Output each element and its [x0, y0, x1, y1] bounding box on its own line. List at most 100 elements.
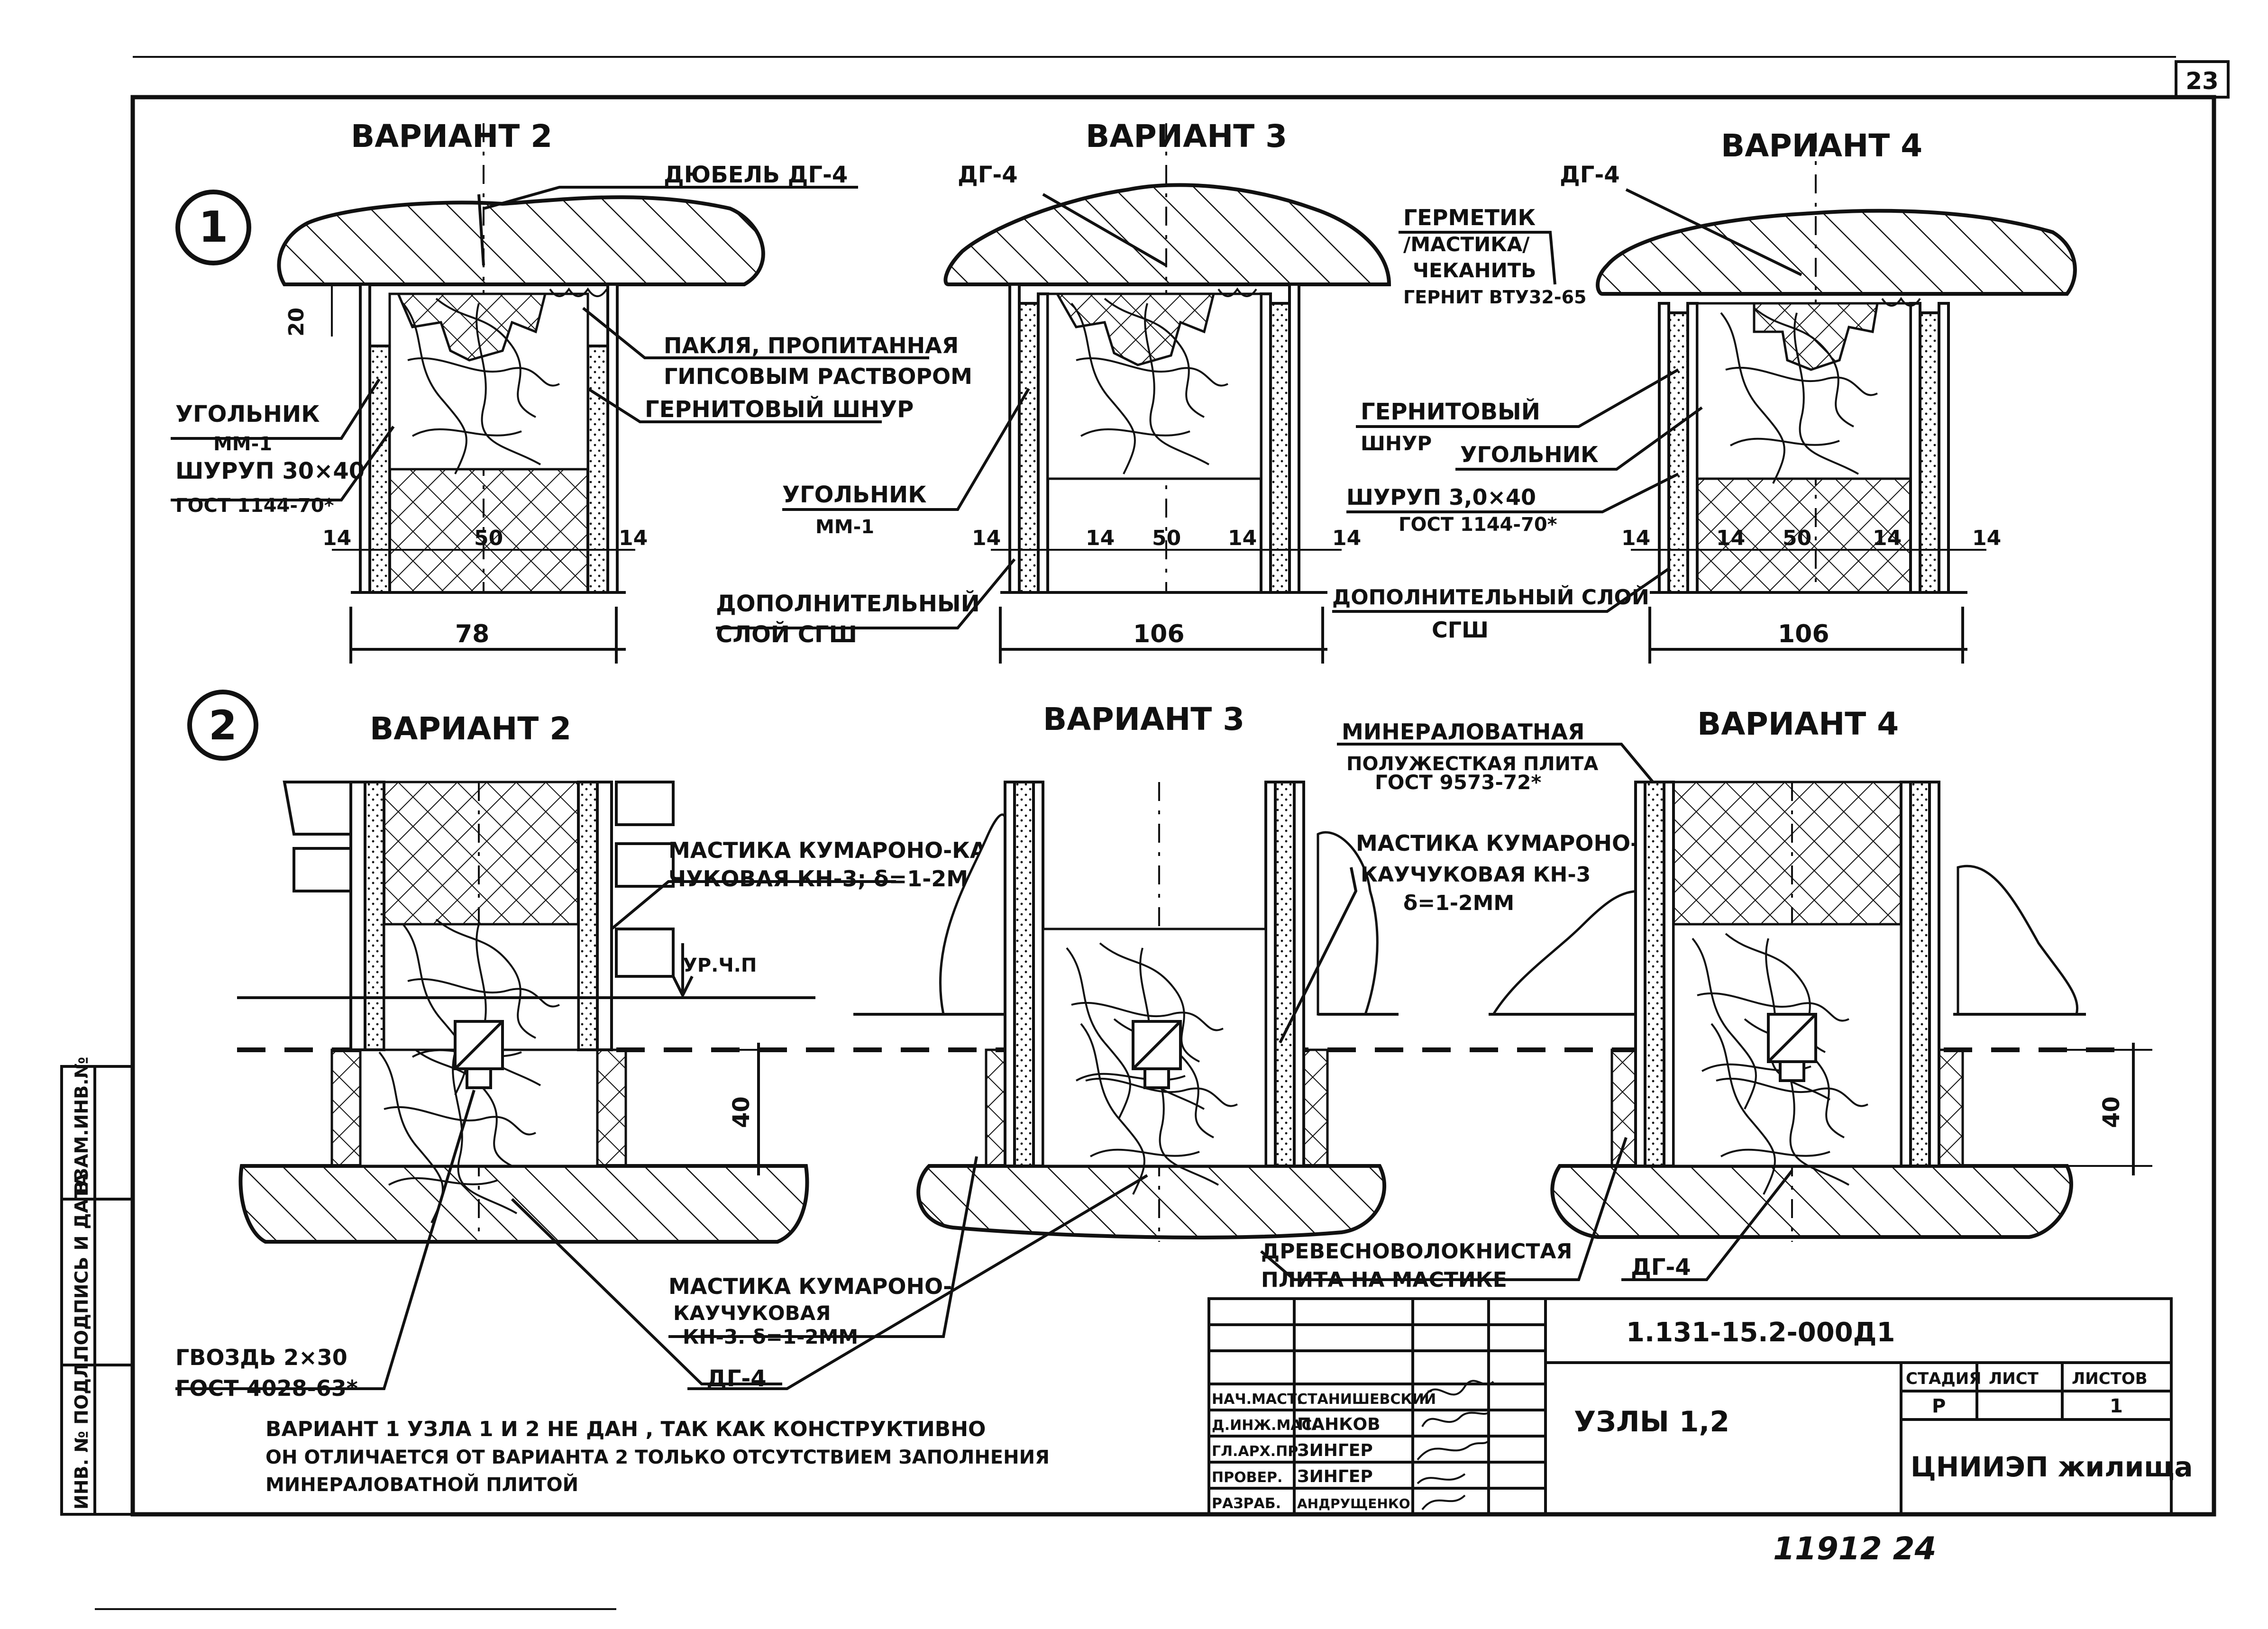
n1v4-dim-4: 14	[1972, 526, 2001, 550]
node1-variant2-drawing: ВАРИАНТ 2	[277, 118, 765, 664]
n1v3-dowel-label: ДГ-4	[958, 162, 1018, 188]
n2-dowel-label: ДГ-4	[706, 1365, 767, 1392]
n2v3-mastic-line3: δ=1-2ММ	[1403, 891, 1514, 915]
name-1: СТАНИШЕВСКИЙ	[1297, 1391, 1436, 1408]
n1v3-layer-line2: СЛОЙ СГШ	[716, 621, 857, 648]
node2-variant2-title: ВАРИАНТ 2	[370, 710, 571, 747]
n1v2-dim-left: 14	[322, 526, 351, 550]
stamp-replaced-inv: ВЗАМ.ИНВ.№	[71, 1057, 92, 1194]
n1v4-layer-line1: ДОПОЛНИТЕЛЬНЫЙ СЛОЙ	[1332, 584, 1649, 610]
n1v3-leaders	[716, 388, 1030, 629]
n1v3-angle-line2: ММ-1	[815, 516, 874, 538]
n1v4-sealant-line3: ЧЕКАНИТЬ	[1413, 259, 1536, 282]
note-line3: МИНЕРАЛОВАТНОЙ ПЛИТОЙ	[265, 1473, 578, 1496]
n1v4-dim-mid: 50	[1783, 526, 1811, 550]
n2-dowel-right-label: ДГ-4	[1631, 1254, 1691, 1281]
n2v3-mineral-line2: ПОЛУЖЕСТКАЯ ПЛИТА	[1346, 753, 1598, 775]
role-4: ПРОВЕР.	[1212, 1469, 1282, 1486]
stage-value: Р	[1932, 1395, 1946, 1417]
sheets-value: 1	[2110, 1395, 2123, 1417]
n1v2-angle-line2: ММ-1	[213, 433, 272, 455]
n2-mastic-line1: МАСТИКА КУМАРОНО-	[668, 1274, 952, 1299]
n1v4-sealant-line2: /МАСТИКА/	[1403, 233, 1530, 256]
n1v3-dim-4: 14	[1332, 526, 1361, 550]
node1-variant3-drawing: ВАРИАНТ 3	[943, 118, 1391, 664]
n2-mastic-line3: КН-3. δ=1-2ММ	[683, 1325, 858, 1348]
n1v2-screw-line2: ГОСТ 1144-70*	[175, 495, 334, 517]
n1v4-cord-line2: ШНУР	[1361, 432, 1432, 455]
n1v2-oakum-line2: ГИПСОВЫМ РАСТВОРОМ	[664, 364, 972, 389]
node2-variant3-drawing: ВАРИАНТ 3	[853, 701, 1399, 1242]
n1v2-screw-line1: ШУРУП 30×40	[175, 458, 365, 484]
n1v2-angle-line1: УГОЛЬНИК	[175, 401, 320, 428]
note-line1: ВАРИАНТ 1 УЗЛА 1 И 2 НЕ ДАН , ТАК КАК КО…	[265, 1417, 986, 1441]
n1v2-dim-total: 78	[455, 620, 489, 648]
role-1: НАЧ.МАСТ.	[1212, 1391, 1302, 1408]
n1v3-dim-total: 106	[1133, 620, 1185, 648]
sheet-header: ЛИСТ	[1989, 1369, 2039, 1388]
node1-variant4-title: ВАРИАНТ 4	[1721, 127, 1922, 164]
n2v3-mineral-line1: МИНЕРАЛОВАТНАЯ	[1342, 719, 1584, 745]
n1v2-oakum-line1: ПАКЛЯ, ПРОПИТАННАЯ	[664, 333, 959, 358]
n1v4-leaders	[1332, 231, 1703, 613]
node1-variant4-drawing: ВАРИАНТ 4	[1596, 127, 2077, 664]
n1v2-dim-right: 14	[619, 526, 648, 550]
node2-variant3-title: ВАРИАНТ 3	[1043, 701, 1244, 737]
n1v4-sealant-line4: ГЕРНИТ ВТУ32-65	[1403, 287, 1587, 308]
n2-bottom-leaders	[175, 1090, 1793, 1390]
role-3: ГЛ.АРХ.ПР.	[1212, 1443, 1304, 1460]
title-block-roles: НАЧ.МАСТ. СТАНИШЕВСКИЙ Д.ИНЖ.МАС. ПАНКОВ…	[1212, 1391, 1436, 1512]
organization: ЦНИИЭП жилища	[1911, 1451, 2193, 1483]
n1v3-dim-3: 14	[1228, 526, 1257, 550]
node2-variant4-drawing: ВАРИАНТ 4	[1489, 706, 2152, 1242]
n2v4-dim-height: 40	[2098, 1096, 2125, 1128]
n1v4-sealant-line1: ГЕРМЕТИК	[1403, 205, 1536, 230]
node2-variant2-drawing: ВАРИАНТ 2	[237, 710, 815, 1244]
n2-fiberboard-line1: ДРЕВЕСНОВОЛОКНИСТАЯ	[1261, 1239, 1572, 1264]
role-2: Д.ИНЖ.МАС.	[1212, 1417, 1317, 1434]
n1v4-screw-line2: ГОСТ 1144-70*	[1399, 514, 1557, 536]
doc-code: 1.131-15.2-000Д1	[1626, 1317, 1895, 1348]
n1v4-cord-line1: ГЕРНИТОВЫЙ	[1361, 398, 1540, 425]
sheet-number-box	[2175, 60, 2230, 99]
sheet-number: 23	[2186, 67, 2219, 95]
name-2: ПАНКОВ	[1297, 1415, 1381, 1434]
n2v2-mastic-line1: МАСТИКА КУМАРОНО-КАУ-	[668, 837, 1013, 863]
node1-number: 1	[199, 202, 229, 252]
n1v4-screw-line1: ШУРУП 3,0×40	[1346, 484, 1536, 510]
node1-variant3-title: ВАРИАНТ 3	[1086, 118, 1287, 155]
role-5: РАЗРАБ.	[1212, 1495, 1281, 1512]
name-3: ЗИНГЕР	[1297, 1441, 1373, 1460]
n1v3-layer-line1: ДОПОЛНИТЕЛЬНЫЙ	[716, 590, 980, 617]
n1v3-angle-line1: УГОЛЬНИК	[782, 482, 926, 508]
n2v3-mastic-line1: МАСТИКА КУМАРОНО-	[1356, 830, 1639, 856]
n1v4-dowel-label: ДГ-4	[1560, 162, 1620, 188]
n2v2-mastic-leader	[611, 880, 896, 930]
n1v2-leaders	[171, 186, 929, 501]
title-block	[1207, 1297, 2173, 1516]
signatures	[1417, 1380, 1494, 1511]
node2-variant4-title: ВАРИАНТ 4	[1697, 706, 1899, 742]
name-5: АНДРУЩЕНКО	[1297, 1496, 1410, 1511]
n1v2-dim-vertical: 20	[284, 308, 309, 337]
n2v3-mastic-line2: КАУЧУКОВАЯ КН-3	[1361, 863, 1591, 887]
n1v4-angle-label: УГОЛЬНИК	[1460, 442, 1599, 467]
n1v2-cord-label: ГЕРНИТОВЫЙ ШНУР	[645, 396, 914, 423]
side-stamp: ИНВ. № ПОДЛ. ПОДПИСЬ И ДАТА ВЗАМ.ИНВ.№	[60, 1057, 134, 1516]
n2-mastic-line2: КАУЧУКОВАЯ	[673, 1301, 831, 1325]
n2v3-mastic-leader	[1279, 867, 1358, 1044]
note-line2: ОН ОТЛИЧАЕТСЯ ОТ ВАРИАНТА 2 ТОЛЬКО ОТСУТ…	[265, 1447, 1050, 1468]
n1v3-dim-1: 14	[972, 526, 1001, 550]
stamp-inv-no: ИНВ. № ПОДЛ.	[71, 1356, 92, 1510]
n1v4-dim-total: 106	[1778, 620, 1829, 648]
n2v2-mastic-line2: ЧУКОВАЯ КН-3; δ=1-2ММ	[668, 866, 990, 892]
n1v2-dim-mid: 50	[474, 526, 503, 550]
n2-nail-line2: ГОСТ 4028-63*	[175, 1375, 358, 1401]
node1-variant2-title: ВАРИАНТ 2	[351, 118, 552, 155]
node2-marker: 2	[187, 690, 258, 761]
n1v4-layer-line2: СГШ	[1432, 617, 1489, 643]
handwritten-number: 11912 24	[1773, 1530, 1936, 1567]
n1v3-dim-mid: 50	[1152, 526, 1181, 550]
node2-number: 2	[209, 702, 237, 749]
